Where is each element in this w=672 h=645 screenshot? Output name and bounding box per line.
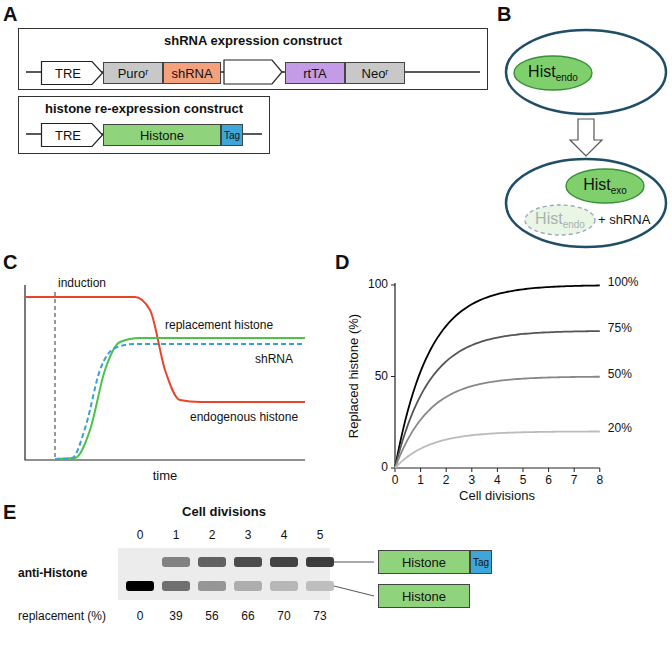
label: 50% xyxy=(608,368,632,381)
label: endogenous histone xyxy=(190,411,298,424)
label: 3 xyxy=(468,474,475,487)
node-text: Puroʳ xyxy=(118,66,149,81)
gene-box: shRNA xyxy=(163,62,221,84)
node-text: histone re-expression construct xyxy=(45,101,243,116)
block-arrow xyxy=(570,119,602,156)
western-blot xyxy=(118,548,374,600)
label: 1 xyxy=(173,529,180,542)
panel-letter: B xyxy=(497,3,511,25)
label: induction xyxy=(58,277,106,290)
label: 75% xyxy=(608,322,632,335)
gene-box: Puroʳ xyxy=(103,62,163,84)
label: 4 xyxy=(281,529,288,542)
label: 100 xyxy=(368,278,388,291)
label: 56 xyxy=(205,610,218,623)
cell-outline xyxy=(506,159,666,247)
label: Cell divisions xyxy=(459,489,535,503)
node-text: Tag xyxy=(224,130,240,141)
histone-ellipse: Histendo xyxy=(513,55,593,91)
node-text: Hist xyxy=(583,176,611,193)
schematic-plot xyxy=(25,285,305,460)
label: replacement histone xyxy=(165,319,273,332)
gene-box: Tag xyxy=(470,550,492,574)
label: 1 xyxy=(417,474,424,487)
node-text: Histone xyxy=(140,128,184,143)
promoter-arrow: TRE xyxy=(41,61,103,85)
node-text: TRE xyxy=(55,128,81,143)
promoter-arrow: TRE xyxy=(41,123,103,147)
label: shRNA xyxy=(255,353,293,366)
label: Replaced histone (%) xyxy=(347,314,361,438)
label: 66 xyxy=(241,610,254,623)
label: 0 xyxy=(392,474,399,487)
node-text: Tag xyxy=(473,557,489,568)
node-text: Hist xyxy=(528,63,556,80)
label: 0 xyxy=(137,610,144,623)
node-text: shRNA xyxy=(171,66,212,81)
label: 5 xyxy=(520,474,527,487)
construct-box: shRNA expression constructTRE Puroʳ shRNA r… xyxy=(18,28,488,90)
label: 50 xyxy=(375,370,388,383)
label: 70 xyxy=(277,610,290,623)
line-chart xyxy=(391,283,600,472)
node-text: rtTA xyxy=(303,66,327,81)
construct-box: histone re-expression constructTRE Histon… xyxy=(18,96,270,154)
label: Cell divisions xyxy=(182,505,266,519)
label: 7 xyxy=(571,474,578,487)
label: 73 xyxy=(313,610,326,623)
node-text: Hist xyxy=(535,210,563,227)
label: time xyxy=(153,469,178,483)
label: anti-Histone xyxy=(18,567,87,580)
label: 2 xyxy=(443,474,450,487)
label: 5 xyxy=(317,529,324,542)
label: 20% xyxy=(608,423,632,436)
label: 4 xyxy=(494,474,501,487)
label: 6 xyxy=(545,474,552,487)
gene-box: Histone xyxy=(378,550,470,574)
node-text: Histone xyxy=(402,555,446,570)
label: 0 xyxy=(137,529,144,542)
node-text: Histone xyxy=(402,589,446,604)
panel-letter: E xyxy=(3,501,16,523)
node-text: TRE xyxy=(55,66,81,81)
histone-ellipse: Histexo xyxy=(565,168,645,204)
label: + shRNA xyxy=(598,213,650,227)
label: 2 xyxy=(209,529,216,542)
label: replacement (%) xyxy=(18,610,106,623)
gene-box: Histone xyxy=(103,124,221,146)
panel-letter: C xyxy=(3,251,17,273)
node-text: shRNA expression construct xyxy=(164,33,342,48)
gene-box: Neoʳ xyxy=(345,62,405,84)
panel-letter: A xyxy=(3,3,17,25)
subscript: exo xyxy=(611,185,627,196)
gene-box: rtTA xyxy=(285,62,345,84)
subscript: endo xyxy=(556,72,578,83)
label: 3 xyxy=(245,529,252,542)
label: 0 xyxy=(381,461,388,474)
histone-ellipse: Histendo xyxy=(524,204,596,236)
subscript: endo xyxy=(563,219,585,230)
promoter-arrow xyxy=(224,60,282,84)
gene-box: Histone xyxy=(378,584,470,608)
label: 39 xyxy=(169,610,182,623)
panel-letter: D xyxy=(335,251,349,273)
node-text: Neoʳ xyxy=(362,66,389,81)
label: 8 xyxy=(596,474,603,487)
cell-outline xyxy=(506,30,666,114)
label: 100% xyxy=(608,276,639,289)
gene-box: Tag xyxy=(221,124,243,146)
